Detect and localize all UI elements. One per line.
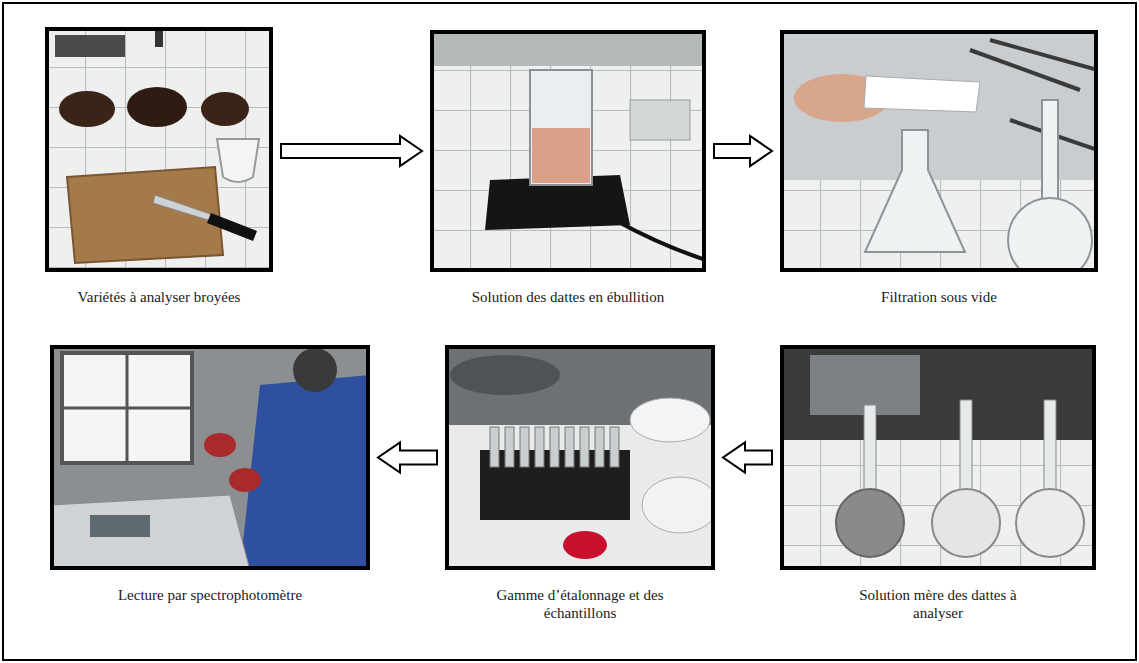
flow-arrow (281, 136, 422, 166)
photo-stock-solutions (780, 345, 1096, 570)
step-caption: Gamme d’étalonnage et des échantillons (475, 586, 685, 622)
photo-spectrophotometer (50, 345, 370, 570)
photo-vacuum-filtration (780, 30, 1098, 272)
flow-arrow (378, 443, 437, 473)
photo-frame (780, 30, 1098, 272)
photo-frame (45, 27, 273, 272)
photo-ground-dates (45, 27, 273, 272)
step-caption: Solution mère des dattes à analyser (833, 586, 1043, 622)
step-caption: Variétés à analyser broyées (45, 288, 273, 306)
photo-step: Filtration sous vide (780, 30, 1098, 306)
photo-step: Gamme d’étalonnage et des échantillons (445, 345, 715, 622)
step-caption: Solution des dattes en ébullition (430, 288, 706, 306)
step-caption: Filtration sous vide (780, 288, 1098, 306)
photo-frame (430, 30, 706, 272)
step-caption: Lecture par spectrophotomètre (50, 586, 370, 604)
photo-step: Lecture par spectrophotomètre (50, 345, 370, 604)
photo-step: Variétés à analyser broyées (45, 27, 273, 306)
flow-arrow (714, 136, 772, 166)
photo-boiling-solution (430, 30, 706, 272)
photo-step: Solution mère des dattes à analyser (780, 345, 1096, 622)
photo-calibration-range (445, 345, 715, 570)
photo-frame (780, 345, 1096, 570)
flow-arrow (723, 443, 772, 473)
photo-frame (445, 345, 715, 570)
photo-step: Solution des dattes en ébullition (430, 30, 706, 306)
photo-frame (50, 345, 370, 570)
outer-border (3, 3, 1136, 660)
